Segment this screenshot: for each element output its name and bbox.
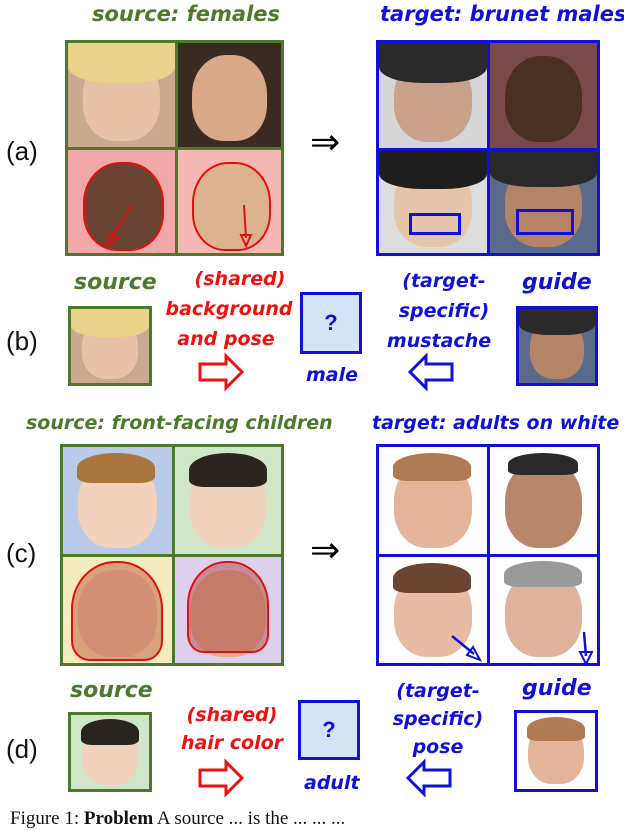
panel-b-source-label: source	[74, 270, 157, 295]
panel-a-target-grid	[376, 40, 600, 256]
panel-a-source-grid	[65, 40, 284, 256]
panel-b-guide-label: guide	[522, 270, 592, 295]
caption-rest: A source ... is the ... ... ...	[156, 808, 346, 829]
target-image-young-man-mustache-box	[379, 151, 487, 253]
caption-prefix: Figure 1:	[10, 808, 80, 829]
panel-d-target-line-2: specific)	[392, 708, 484, 730]
panel-c-implies-arrow: ⇒	[310, 530, 341, 571]
panel-c-target-grid	[376, 444, 600, 666]
panel-d-guide-label: guide	[522, 676, 592, 701]
target-image-mustache-man	[490, 151, 597, 253]
panel-a-row-label: (a)	[6, 136, 38, 166]
panel-d-result-label: adult	[304, 772, 360, 794]
target-image-man-glasses	[490, 447, 597, 554]
panel-b-target-line-3: mustache	[386, 330, 492, 352]
source-image-boy-blue-bg	[63, 447, 172, 554]
source-image-dark-hair-woman	[178, 43, 281, 147]
panel-d-guide-image	[514, 710, 598, 792]
panel-b-shared-line-1: (shared)	[194, 268, 286, 290]
panel-a-implies-arrow: ⇒	[310, 122, 341, 163]
panel-b-source-image	[68, 306, 152, 386]
panel-c-source-grid	[60, 444, 284, 666]
panel-b-target-line-2: specific)	[398, 300, 490, 322]
panel-d-target-line-1: (target-	[396, 680, 480, 702]
panel-d-row-label: (d)	[6, 734, 38, 764]
panel-d-source-image	[68, 712, 152, 792]
panel-d-target-line-3: pose	[412, 736, 464, 758]
source-image-girl-green-bg	[175, 447, 281, 554]
source-image-girl-hair-segmented	[63, 557, 172, 663]
source-image-boy-hair-segmented	[175, 557, 281, 663]
target-image-grey-hair-man	[490, 557, 597, 663]
panel-d-shared-line-1: (shared)	[186, 704, 278, 726]
source-image-blonde-woman	[68, 43, 175, 147]
target-image-older-woman	[379, 447, 487, 554]
target-image-woman-pose-arrow	[379, 557, 487, 663]
panel-a-source-title: source: females	[92, 2, 281, 26]
panel-d-shared-line-2: hair color	[180, 732, 284, 754]
panel-d-source-label: source	[70, 678, 153, 703]
panel-b-row-label: (b)	[6, 326, 38, 356]
panel-c-row-label: (c)	[6, 538, 37, 568]
panel-b-result-placeholder: ?	[300, 292, 362, 354]
target-image-bald-man	[490, 43, 597, 148]
caption-bold-word: Problem	[83, 808, 154, 829]
panel-d-result-placeholder: ?	[298, 700, 360, 760]
panel-b-guide-image	[516, 306, 598, 386]
panel-b-shared-line-2: background	[165, 298, 293, 320]
panel-b-shared-line-3: and pose	[177, 328, 275, 350]
source-image-woman-segmented-1	[68, 150, 175, 253]
source-image-woman-segmented-2	[178, 150, 281, 253]
panel-c-source-title: source: front-facing children	[26, 412, 333, 434]
panel-c-target-title: target: adults on white bg	[372, 412, 624, 434]
target-image-curly-man	[379, 43, 487, 148]
panel-a-target-title: target: brunet males	[380, 2, 624, 26]
panel-b-target-line-1: (target-	[402, 270, 486, 292]
panel-b-result-label: male	[306, 364, 359, 386]
figure-caption: Figure 1: Problem A source ... is the ..…	[10, 808, 345, 830]
